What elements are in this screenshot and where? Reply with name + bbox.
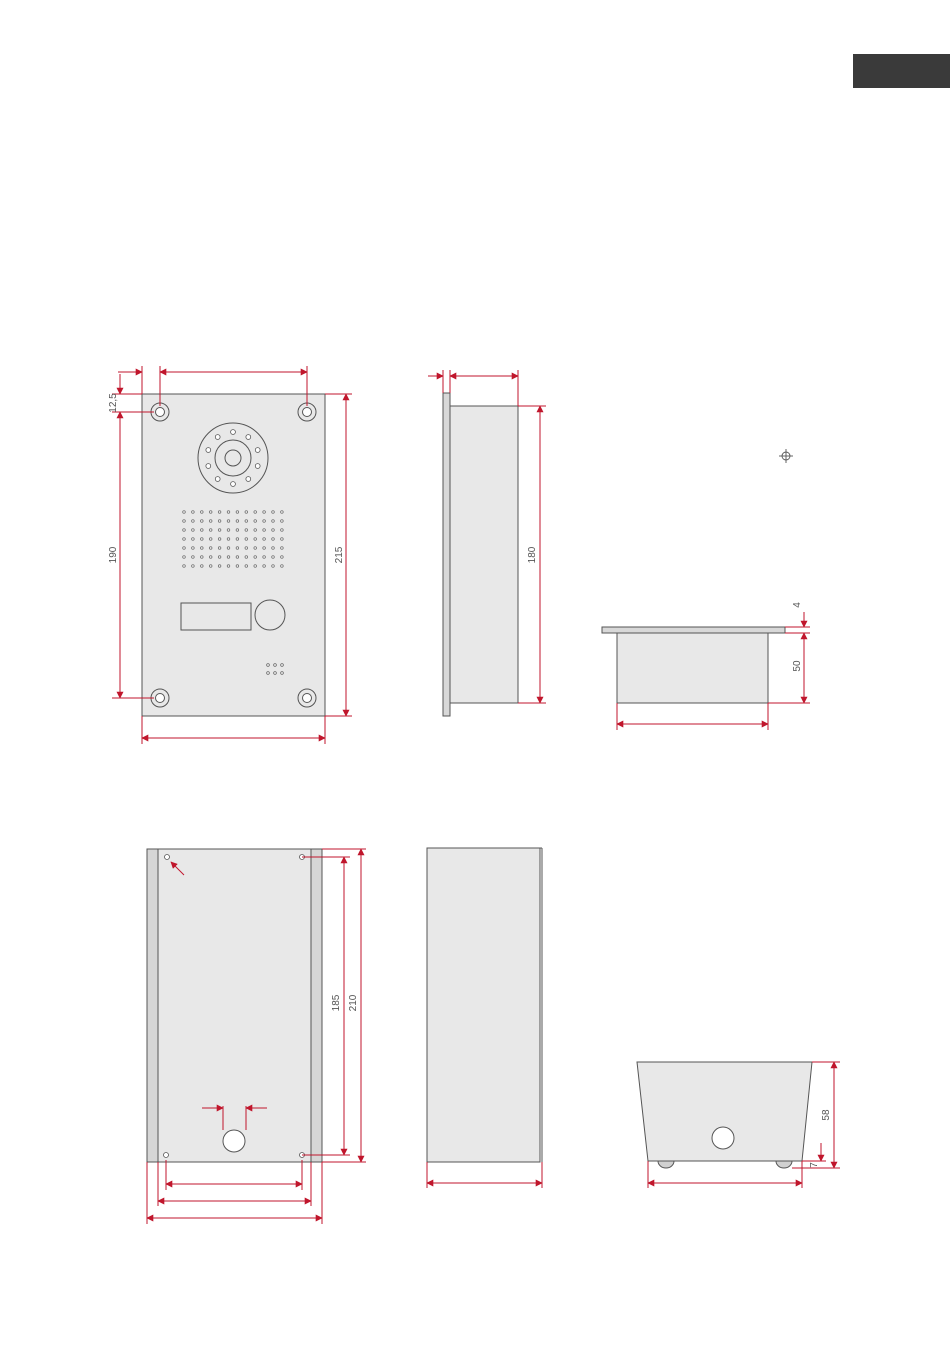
side-body: [450, 406, 518, 703]
camera-icon: [198, 423, 268, 493]
name-plate: [181, 603, 251, 630]
cable-entry-icon: [223, 1130, 245, 1152]
camera-led-icon: [246, 435, 251, 440]
side-view: 180: [428, 370, 546, 716]
camera-led-icon: [255, 448, 260, 453]
dim-rear-hole-spacing: 185: [331, 994, 342, 1011]
dim-box-depth: 58: [821, 1109, 832, 1121]
top-plate: [602, 627, 785, 633]
top-view: 4 50: [602, 602, 810, 730]
camera-led-icon: [206, 448, 211, 453]
box-side-view: [427, 848, 542, 1188]
camera-led-icon: [206, 464, 211, 469]
dim-front-height: 215: [334, 546, 345, 563]
camera-led-icon: [215, 435, 220, 440]
foot-left: [658, 1161, 674, 1168]
call-button-icon: [255, 600, 285, 630]
rear-view: 185 210: [147, 849, 366, 1224]
dim-foot-height: 7: [809, 1162, 820, 1168]
dim-top-margin: 12,5: [108, 393, 119, 413]
rear-flange-right: [311, 849, 322, 1162]
foot-right: [776, 1161, 792, 1168]
dim-side-body-height: 180: [527, 546, 538, 563]
dim-rear-height: 210: [348, 994, 359, 1011]
dim-body-depth: 50: [792, 660, 803, 672]
camera-led-icon: [231, 430, 236, 435]
dim-plate-thickness: 4: [792, 602, 803, 608]
dim-hole-spacing: 190: [108, 546, 119, 563]
front-view: 12,5 190 215: [108, 366, 352, 744]
box-cable-entry-icon: [712, 1127, 734, 1149]
camera-led-icon: [231, 482, 236, 487]
side-plate: [443, 393, 450, 716]
camera-led-icon: [215, 477, 220, 482]
box-bottom-view: 58 7: [637, 1062, 840, 1188]
camera-led-icon: [246, 477, 251, 482]
rear-back-plate: [158, 849, 311, 1162]
box-side-body: [427, 848, 540, 1162]
crosshair-icon: [779, 449, 793, 463]
top-body: [617, 633, 768, 703]
camera-led-icon: [255, 464, 260, 469]
rear-flange-left: [147, 849, 158, 1162]
